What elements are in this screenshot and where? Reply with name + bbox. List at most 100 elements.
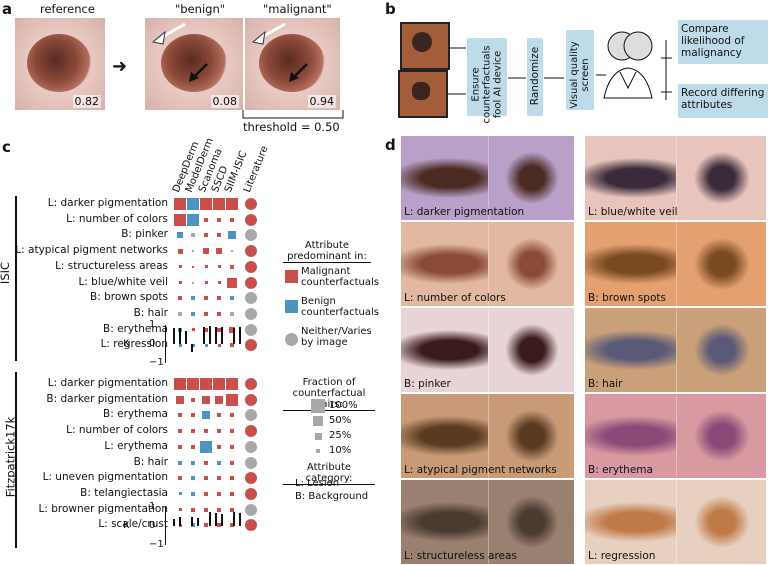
fraction-swatch <box>313 416 323 426</box>
fraction-marker <box>230 264 234 269</box>
fraction-marker <box>191 397 195 402</box>
fraction-label: 25% <box>329 430 352 441</box>
tile-caption: L: regression <box>588 550 656 562</box>
legend-ben-label: Benign counterfactuals <box>301 296 379 318</box>
attribute-row-label: L: structureless areas <box>55 259 168 272</box>
panel-a-label: a <box>2 0 13 18</box>
fraction-marker <box>230 444 234 449</box>
attribute-row-label: L: atypical pigment networks <box>15 244 168 257</box>
fraction-marker <box>231 250 233 253</box>
legend-ben-swatch <box>285 300 298 313</box>
fraction-marker <box>217 413 221 418</box>
fraction-swatch <box>316 449 320 453</box>
literature-marker <box>245 378 257 390</box>
fraction-marker <box>216 248 222 255</box>
fraction-marker <box>230 507 234 512</box>
attribute-row-label: L: darker pigmentation <box>47 377 168 389</box>
attribute-row-label: L: browner pigmentation <box>38 502 168 515</box>
literature-marker <box>245 393 257 406</box>
attribute-row-label: L: number of colors <box>66 212 168 225</box>
fraction-marker <box>177 232 183 239</box>
fraction-marker <box>204 429 208 434</box>
fraction-marker <box>174 378 186 390</box>
example-tile: B: hair <box>585 308 766 392</box>
example-tile: L: darker pigmentation <box>401 136 574 220</box>
literature-marker <box>245 487 257 500</box>
attribute-row-label: L: darker pigmentation <box>47 197 168 209</box>
fraction-marker <box>204 523 208 528</box>
fraction-marker <box>204 281 208 284</box>
literature-marker <box>245 229 257 242</box>
literature-marker <box>245 425 257 438</box>
step-visual-quality: Visual quality screen <box>566 30 594 110</box>
tile-caption: B: hair <box>588 378 623 390</box>
fraction-marker <box>191 444 195 449</box>
kappa-bar <box>233 511 235 526</box>
reference-image: 0.82 <box>15 18 105 110</box>
example-tile: L: blue/white veil <box>585 136 766 220</box>
fraction-marker <box>191 460 195 465</box>
legend-title: Attribute predominant in: <box>283 240 371 263</box>
kappa-bar <box>173 519 175 526</box>
fraction-marker <box>226 393 238 406</box>
fraction-label: 50% <box>329 415 352 426</box>
fraction-marker <box>191 523 195 528</box>
fraction-marker <box>226 378 238 390</box>
literature-marker <box>245 519 257 532</box>
step-ensure-fool: Ensure counterfactuals fool AI device <box>467 38 507 124</box>
fraction-marker <box>217 233 221 238</box>
example-tile: L: structureless areas <box>401 480 574 564</box>
attribute-row-label: L: number of colors <box>66 424 168 437</box>
kappa-tick-label: 1 <box>149 319 156 330</box>
kappa-bar <box>209 511 211 526</box>
step-randomize: Randomize <box>527 38 543 116</box>
fraction-marker <box>200 440 212 453</box>
attribute-row-label: L: regression <box>100 338 168 351</box>
fraction-marker <box>191 233 195 238</box>
benign-label: "benign" <box>175 2 226 16</box>
attribute-row-label: B: hair <box>133 306 168 319</box>
fraction-marker <box>204 296 208 301</box>
fraction-marker <box>191 413 195 418</box>
fraction-marker <box>178 413 182 418</box>
attribute-row-label: B: erythema <box>103 322 168 335</box>
attribute-row-label: B: telangiectasia <box>80 486 168 499</box>
kappa-bar <box>185 330 187 344</box>
example-tile: B: brown spots <box>585 222 766 306</box>
panel-b-label: b <box>385 0 396 18</box>
kappa-axis <box>165 325 166 363</box>
kappa-tick-label: −1 <box>149 539 164 550</box>
reference-label: reference <box>40 2 95 16</box>
reference-score: 0.82 <box>72 95 101 108</box>
fraction-marker <box>230 296 234 301</box>
category-lesion: L: Lesion <box>295 478 340 489</box>
out-record-attributes: Record differing attributes <box>678 84 768 118</box>
tile-caption: L: atypical pigment networks <box>404 464 557 476</box>
attribute-row-label: L: scale/crust <box>98 518 168 531</box>
fraction-marker <box>217 429 221 434</box>
literature-marker <box>245 456 257 469</box>
fraction-marker <box>204 460 208 465</box>
example-tile: B: pinker <box>401 308 574 392</box>
kappa-bar <box>215 326 217 344</box>
literature-marker <box>245 307 257 320</box>
kappa-axis-label: κ <box>123 335 130 349</box>
fraction-swatch <box>314 432 322 440</box>
fraction-marker <box>229 326 235 333</box>
fraction-marker <box>204 311 208 316</box>
fraction-marker <box>204 343 208 347</box>
fraction-marker <box>178 281 182 284</box>
kappa-bar <box>239 512 241 526</box>
fraction-marker <box>204 507 208 512</box>
fraction-marker <box>230 460 234 465</box>
fraction-marker <box>178 508 182 512</box>
fraction-marker <box>217 265 221 269</box>
kappa-bar <box>179 327 181 344</box>
category-background: B: Background <box>295 491 369 502</box>
fraction-marker <box>191 507 195 512</box>
fraction-marker <box>217 507 221 512</box>
literature-marker <box>245 503 257 516</box>
fraction-marker <box>217 217 221 222</box>
fraction-marker <box>187 198 199 210</box>
tile-caption: L: blue/white veil <box>588 206 678 218</box>
